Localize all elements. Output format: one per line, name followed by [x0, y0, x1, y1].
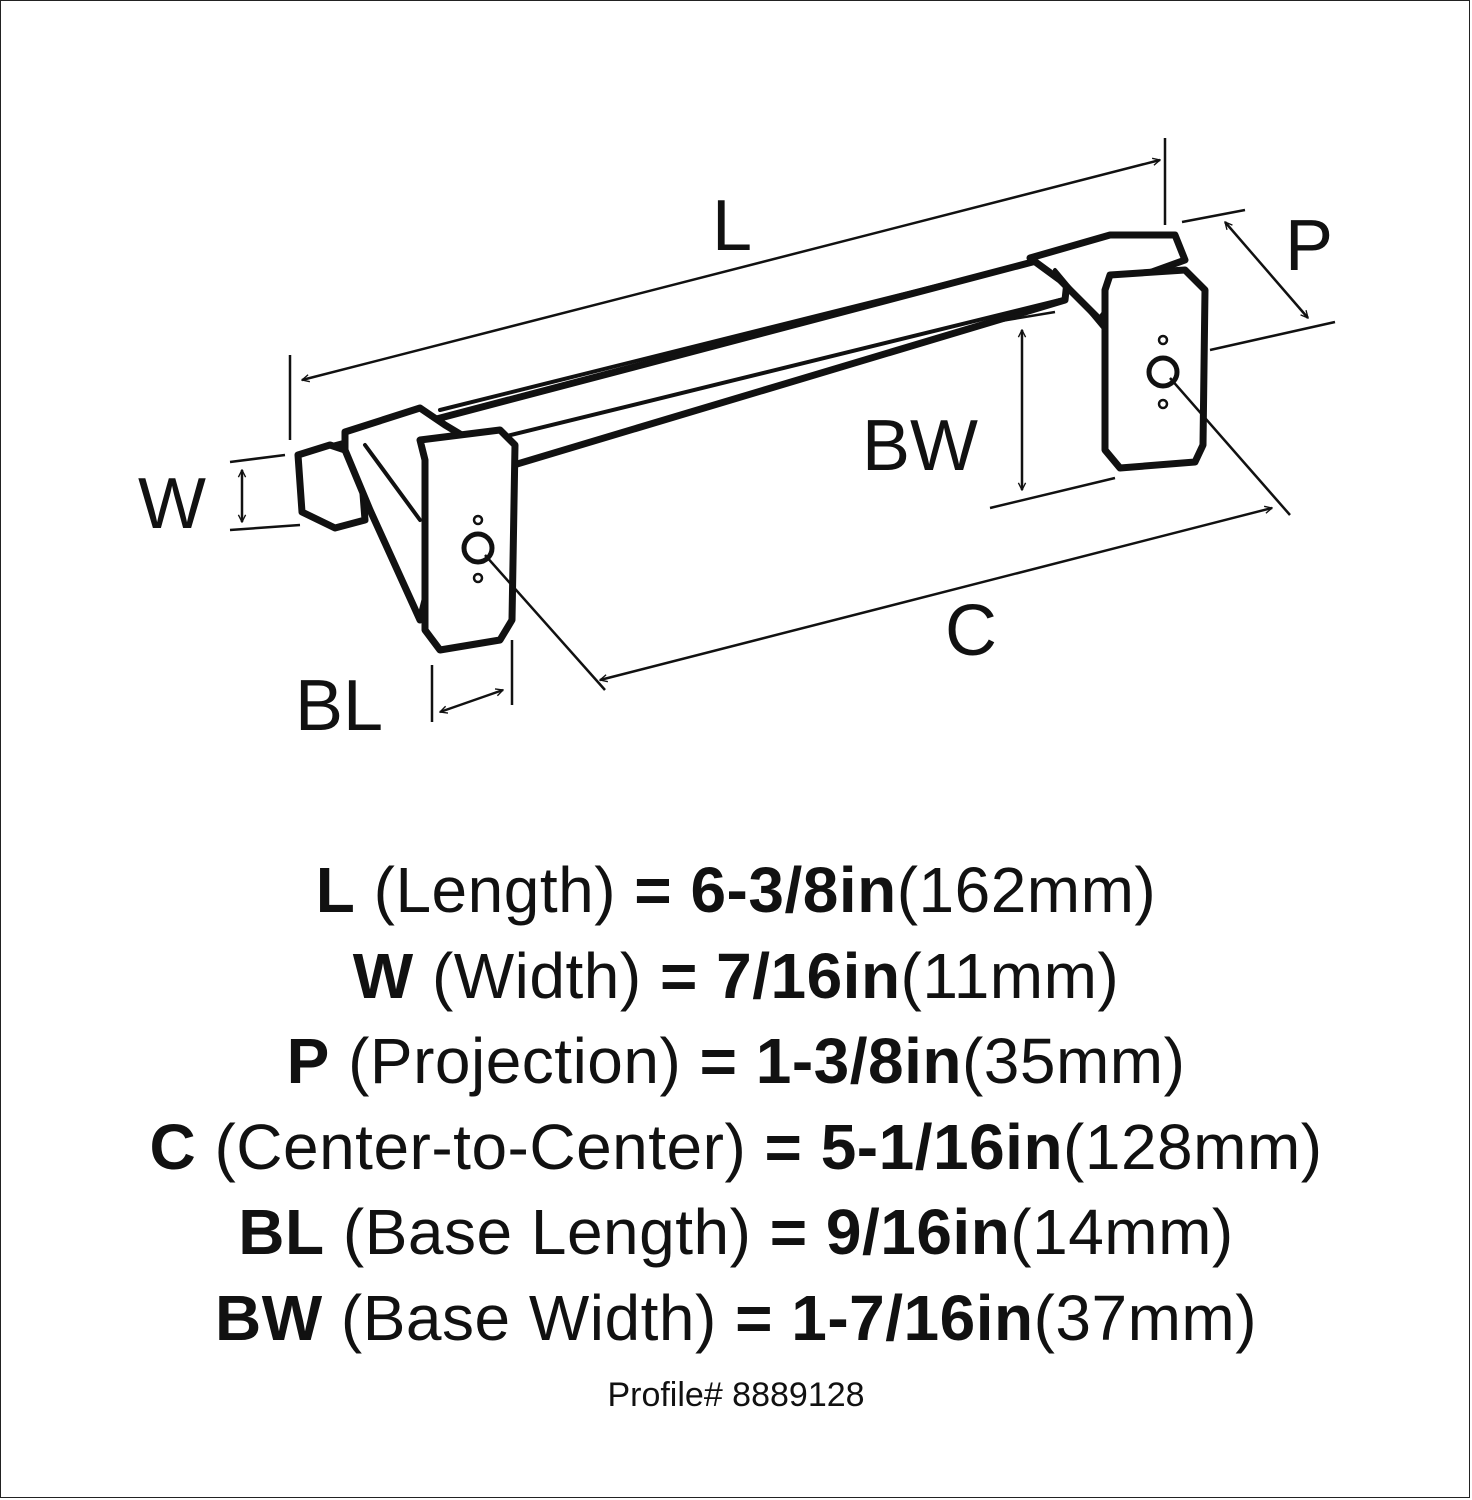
label-P: P	[1285, 206, 1333, 286]
width-dimension: W	[138, 453, 301, 544]
spec-code: W	[352, 939, 414, 1012]
spec-description: (Center-to-Center)	[214, 1110, 747, 1183]
spec-code: BL	[238, 1196, 325, 1268]
spec-description: (Base Width)	[340, 1281, 717, 1354]
spec-metric: (14mm)	[1010, 1196, 1234, 1268]
spec-code: BW	[215, 1281, 323, 1354]
spec-metric: (128mm)	[1063, 1110, 1323, 1183]
spec-equals: =	[735, 1281, 773, 1354]
spec-equals: =	[699, 1025, 738, 1097]
label-L: L	[712, 186, 752, 266]
spec-row-width: W (Width) = 7/16in(11mm)	[0, 934, 1472, 1020]
spec-code: L	[315, 854, 356, 926]
spec-imperial: 7/16in	[716, 939, 901, 1012]
label-BL: BL	[295, 666, 383, 746]
label-W: W	[138, 464, 206, 544]
spec-imperial: 5-1/16in	[820, 1110, 1064, 1183]
base-width-dimension: BW	[862, 310, 1116, 510]
specification-list: L (Length) = 6-3/8in(162mm) W (Width) = …	[0, 848, 1472, 1361]
spec-description: (Length)	[373, 854, 617, 926]
spec-metric: (37mm)	[1033, 1281, 1257, 1354]
spec-equals: =	[659, 939, 698, 1012]
spec-metric: (35mm)	[961, 1025, 1186, 1097]
base-length-dimension: BL	[295, 640, 514, 746]
spec-row-base-width: BW (Base Width) = 1-7/16in(37mm)	[0, 1276, 1472, 1362]
spec-imperial: 6-3/8in	[690, 854, 897, 926]
spec-code: C	[149, 1110, 197, 1183]
label-C: C	[945, 591, 997, 671]
spec-imperial: 1-3/8in	[755, 1025, 962, 1097]
spec-row-base-length: BL (Base Length) = 9/16in(14mm)	[0, 1190, 1472, 1276]
right-post	[1026, 231, 1209, 472]
spec-metric: (162mm)	[896, 854, 1157, 926]
handle-dimension-diagram: L W P BW C BL	[138, 138, 1336, 746]
spec-description: (Base Length)	[342, 1196, 752, 1268]
profile-number: Profile# 8889128	[607, 1376, 865, 1414]
spec-description: (Width)	[431, 939, 642, 1012]
center-to-center-dimension: C	[484, 377, 1291, 691]
spec-equals: =	[769, 1196, 808, 1268]
spec-code: P	[286, 1025, 330, 1097]
projection-dimension: P	[1181, 206, 1336, 352]
spec-row-center-to-center: C (Center-to-Center) = 5-1/16in(128mm)	[0, 1105, 1472, 1191]
length-dimension: L	[288, 138, 1167, 440]
left-post	[341, 404, 519, 654]
spec-row-length: L (Length) = 6-3/8in(162mm)	[0, 848, 1472, 934]
spec-description: (Projection)	[348, 1025, 682, 1097]
spec-imperial: 1-7/16in	[791, 1281, 1034, 1354]
spec-equals: =	[634, 854, 673, 926]
spec-row-projection: P (Projection) = 1-3/8in(35mm)	[0, 1019, 1472, 1105]
spec-imperial: 9/16in	[825, 1196, 1011, 1268]
label-BW: BW	[862, 406, 978, 486]
spec-equals: =	[764, 1110, 803, 1183]
spec-metric: (11mm)	[900, 939, 1120, 1012]
